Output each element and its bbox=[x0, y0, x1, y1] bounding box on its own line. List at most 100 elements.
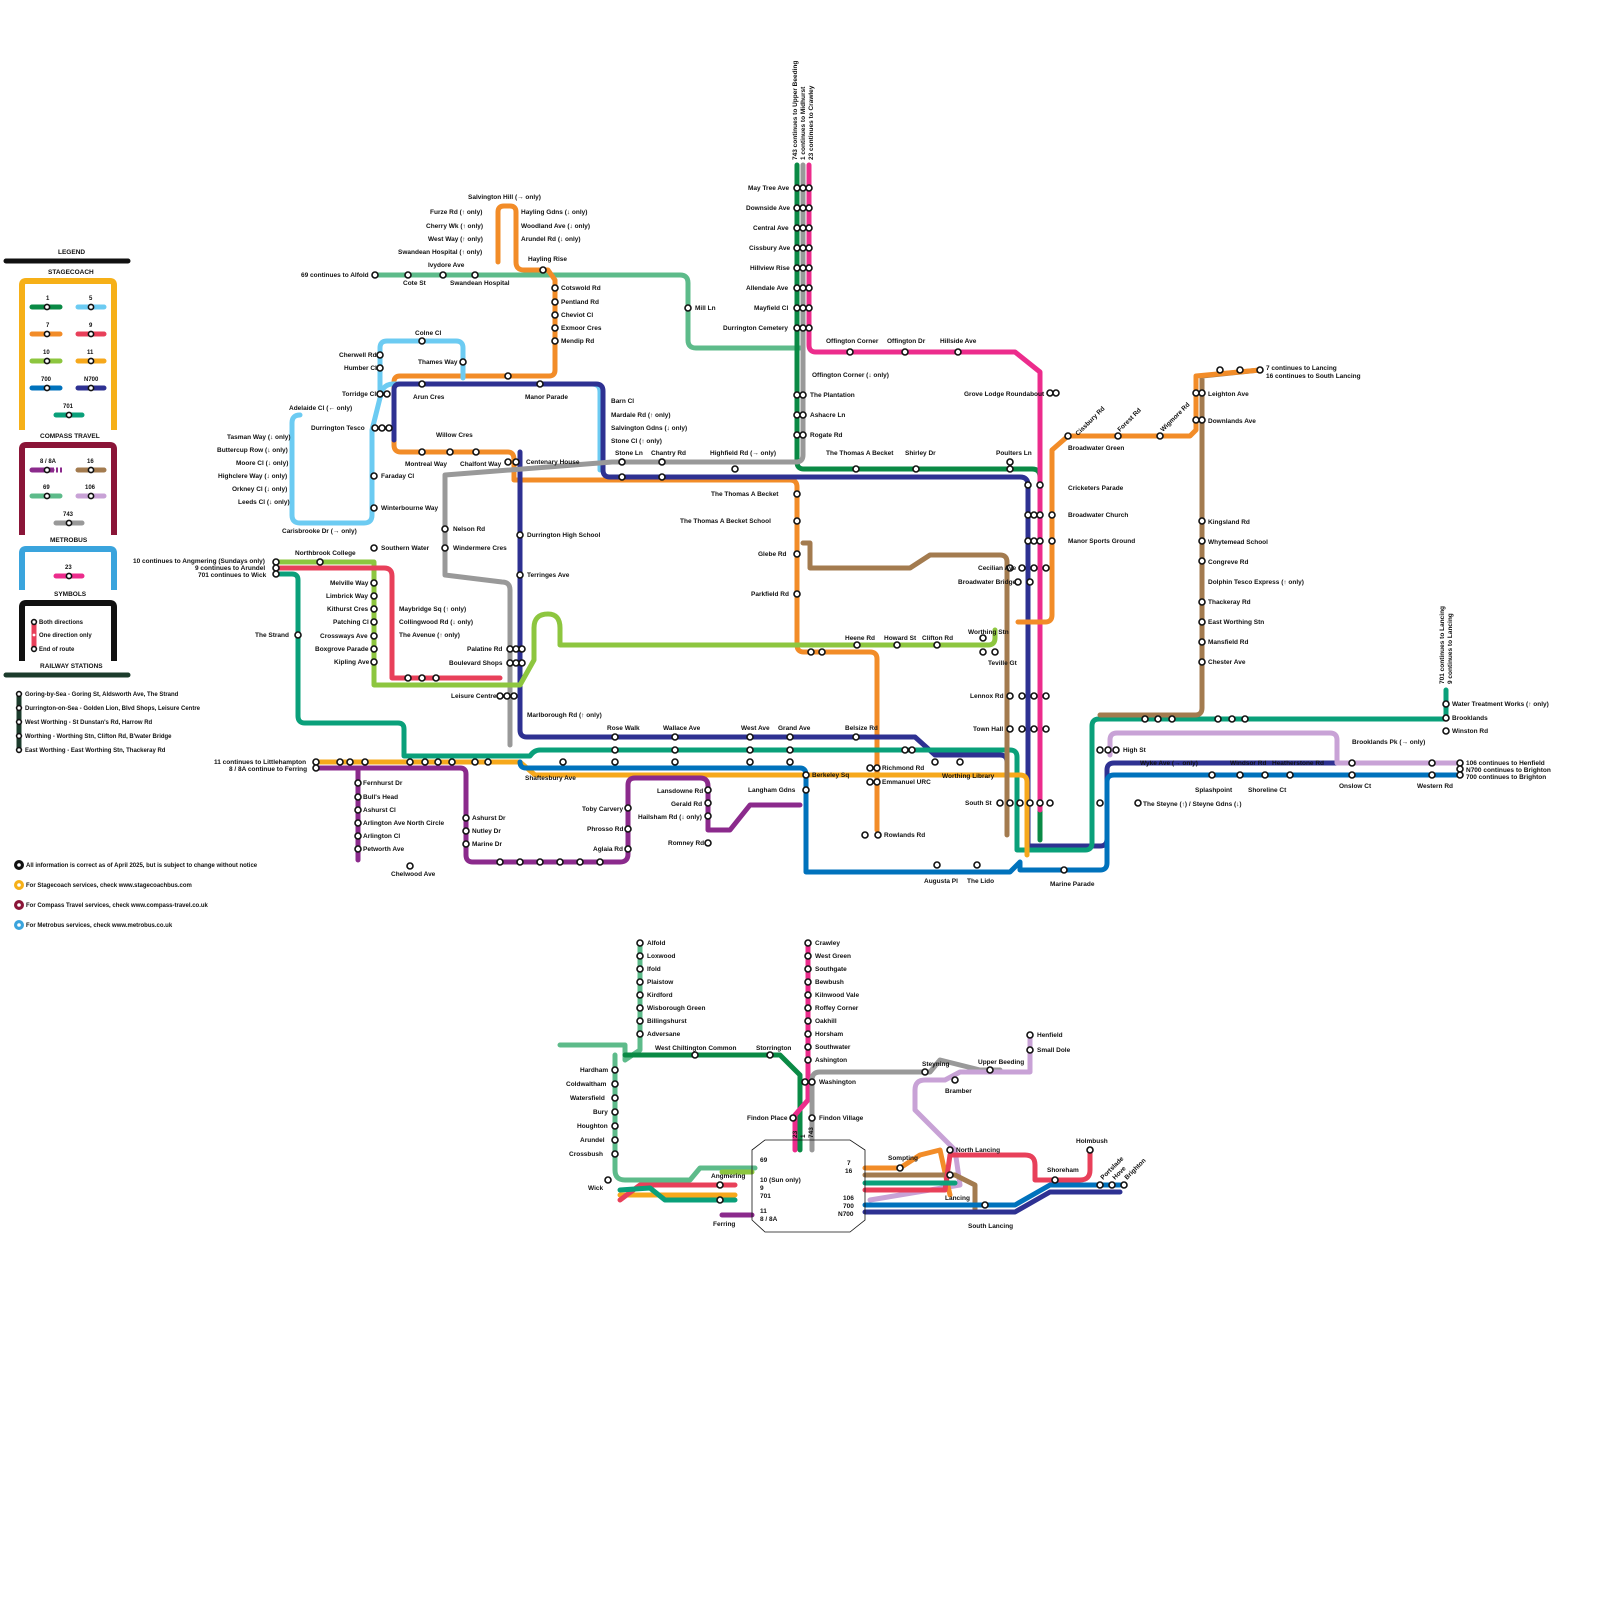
label-ashurst-cl: Ashurst Cl bbox=[363, 807, 396, 814]
regional-lines bbox=[557, 940, 1123, 1233]
label-kipling-ave: Kipling Ave bbox=[334, 659, 370, 666]
label-8-ferring: 8 / 8A continue to Ferring bbox=[229, 766, 307, 773]
label-billingshurst: Billingshurst bbox=[647, 1018, 688, 1025]
label-coldwaltham: Coldwaltham bbox=[566, 1081, 607, 1088]
label-the-plantation: The Plantation bbox=[810, 392, 855, 399]
legend-symbols: SYMBOLS bbox=[54, 591, 87, 598]
label-barn-cl: Barn Cl bbox=[611, 398, 634, 405]
label-mill-ln: Mill Ln bbox=[695, 305, 716, 312]
label-orkney-cl: Orkney Cl (↓ only) bbox=[232, 486, 287, 493]
legend-route-16: 16 bbox=[87, 459, 94, 465]
label-heatherstone-rd: Heatherstone Rd bbox=[1272, 760, 1324, 767]
label-water-treatment-works: Water Treatment Works (↑ only) bbox=[1452, 701, 1549, 708]
label-701-wick: 701 continues to Wick bbox=[198, 572, 267, 579]
label-thames-way: Thames Way bbox=[418, 359, 458, 366]
label-onslow-ct: Onslow Ct bbox=[1339, 783, 1372, 790]
label-durrington-tesco: Durrington Tesco bbox=[311, 425, 365, 432]
label-whytemead-school: Whytemead School bbox=[1208, 539, 1268, 546]
label-brighton: Brighton bbox=[1123, 1157, 1147, 1181]
route-700-line bbox=[517, 759, 1463, 875]
label-boxgrove-parade: Boxgrove Parade bbox=[315, 646, 369, 653]
label-central-ave: Central Ave bbox=[753, 225, 789, 232]
label-parkfield-rd: Parkfield Rd bbox=[751, 591, 789, 598]
label-collingwood-rd: Collingwood Rd (↓ only) bbox=[399, 619, 473, 626]
label-downlands-ave: Downlands Ave bbox=[1208, 418, 1256, 425]
label-hayling-gdns: Hayling Gdns (↓ only) bbox=[521, 209, 587, 216]
label-bramber: Bramber bbox=[945, 1088, 972, 1095]
label-salvington-hill: Salvington Hill (→ only) bbox=[468, 194, 541, 201]
label-mayfield-cl: Mayfield Cl bbox=[754, 305, 789, 312]
label-shoreham: Shoreham bbox=[1047, 1167, 1079, 1174]
label-term-700: 700 bbox=[843, 1203, 854, 1210]
label-romney-rd: Romney Rd bbox=[668, 840, 704, 847]
label-rogate-rd: Rogate Rd bbox=[810, 432, 843, 439]
label-watersfield: Watersfield bbox=[570, 1095, 605, 1102]
label-kingsland-rd: Kingsland Rd bbox=[1208, 519, 1250, 526]
label-town-hall: Town Hall bbox=[973, 726, 1003, 733]
label-leeds-cl: Leeds Cl (↓ only) bbox=[238, 499, 290, 506]
station-labels-right: 743 continues to Upper Beeding 1 continu… bbox=[611, 61, 1551, 888]
label-grove-lodge-roundabout: Grove Lodge Roundabout bbox=[964, 391, 1045, 398]
label-stone-cl: Stone Cl (↑ only) bbox=[611, 438, 662, 445]
label-term-9: 9 bbox=[760, 1185, 764, 1192]
label-700-brighton: 700 continues to Brighton bbox=[1466, 774, 1546, 781]
label-offington-corner-down: Offington Corner (↓ only) bbox=[812, 372, 889, 379]
legend-metrobus: METROBUS bbox=[50, 537, 88, 544]
station-labels-left: Salvington Hill (→ only) Furze Rd (↑ onl… bbox=[133, 194, 811, 878]
label-term-11: 11 bbox=[760, 1208, 767, 1215]
label-chester-ave: Chester Ave bbox=[1208, 659, 1246, 666]
legend-station-0: Goring-by-Sea - Goring St, Aldsworth Ave… bbox=[25, 692, 179, 698]
label-howard-st: Howard St bbox=[884, 635, 917, 642]
label-term-743: 743 bbox=[808, 1127, 815, 1138]
label-16-south-lancing: 16 continues to South Lancing bbox=[1266, 373, 1361, 380]
label-leighton-ave: Leighton Ave bbox=[1208, 391, 1249, 398]
label-toby-carvery: Toby Carvery bbox=[582, 806, 623, 813]
label-cherwell-rd: Cherwell Rd bbox=[339, 352, 377, 359]
label-worthing-stn: Worthing Stn bbox=[968, 629, 1009, 636]
label-winston-rd: Winston Rd bbox=[1452, 728, 1488, 735]
legend-sym-end: End of route bbox=[39, 647, 75, 653]
label-findon-place: Findon Place bbox=[747, 1115, 788, 1122]
label-poulters-ln: Poulters Ln bbox=[996, 450, 1032, 457]
label-steyning: Steyning bbox=[922, 1061, 949, 1068]
route-8-line bbox=[313, 765, 803, 865]
label-nutley-dr: Nutley Dr bbox=[472, 828, 501, 835]
label-northbrook-college: Northbrook College bbox=[295, 550, 356, 557]
label-emmanuel-urc: Emmanuel URC bbox=[882, 779, 931, 786]
label-ashacre-ln: Ashacre Ln bbox=[810, 412, 845, 419]
label-n700-brighton: N700 continues to Brighton bbox=[1466, 767, 1551, 774]
label-crossways-ave: Crossways Ave bbox=[320, 633, 368, 640]
legend-note-2: For Compass Travel services, check www.c… bbox=[26, 903, 209, 909]
label-7-lancing: 7 continues to Lancing bbox=[1266, 365, 1337, 372]
label-buttercup-row: Buttercup Row (↓ only) bbox=[217, 447, 288, 454]
label-glebe-rd: Glebe Rd bbox=[758, 551, 787, 558]
label-may-tree-ave: May Tree Ave bbox=[748, 185, 789, 192]
legend-route-swatches: 1 5 7 9 10 11 700 N700 701 bbox=[29, 296, 107, 419]
label-term-10: 10 (Sun only) bbox=[760, 1177, 801, 1184]
legend-title: LEGEND bbox=[58, 249, 85, 256]
label-teville-gt: Teville Gt bbox=[988, 660, 1018, 667]
label-allendale-ave: Allendale Ave bbox=[746, 285, 789, 292]
label-marine-parade: Marine Parade bbox=[1050, 881, 1095, 888]
label-stone-ln: Stone Ln bbox=[615, 450, 643, 457]
label-ifold: Ifold bbox=[647, 966, 661, 973]
label-hillside-ave: Hillside Ave bbox=[940, 338, 977, 345]
route-106-line bbox=[1107, 730, 1463, 766]
label-clifton-rd: Clifton Rd bbox=[922, 635, 953, 642]
label-701-lancing: 701 continues to Lancing bbox=[1439, 606, 1446, 684]
label-augusta-pl: Augusta Pl bbox=[924, 878, 958, 885]
label-carisbrooke-dr: Carisbrooke Dr (→ only) bbox=[282, 528, 357, 535]
label-rose-walk: Rose Walk bbox=[607, 725, 640, 732]
label-arun-cres: Arun Cres bbox=[413, 394, 445, 401]
label-manor-parade: Manor Parade bbox=[525, 394, 568, 401]
legend-station-4: East Worthing - East Worthing Stn, Thack… bbox=[25, 748, 166, 754]
label-10-angmering: 10 continues to Angmering (Sundays only) bbox=[133, 558, 265, 565]
label-rowlands-rd: Rowlands Rd bbox=[884, 832, 925, 839]
label-chantry-rd: Chantry Rd bbox=[651, 450, 686, 457]
label-743-upper-beeding: 743 continues to Upper Beeding bbox=[792, 61, 799, 160]
route-701-line bbox=[273, 571, 1449, 853]
label-congreve-rd: Congreve Rd bbox=[1208, 559, 1248, 566]
label-washington: Washington bbox=[819, 1079, 856, 1086]
label-holmbush: Holmbush bbox=[1076, 1138, 1108, 1145]
